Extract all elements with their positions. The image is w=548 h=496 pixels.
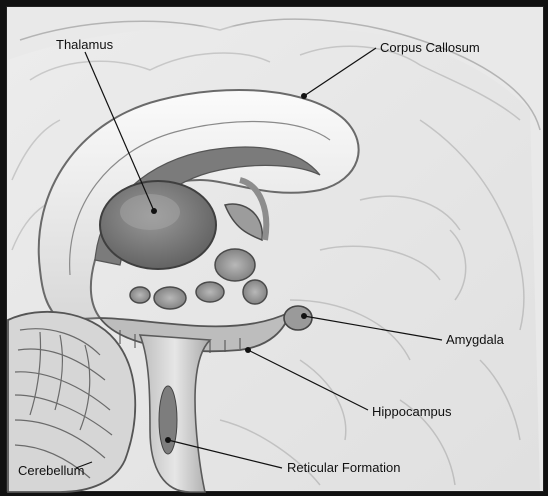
label-cerebellum: Cerebellum [18,464,84,477]
amygdala-shape [284,306,312,330]
label-reticular-formation: Reticular Formation [287,461,400,474]
label-corpus-callosum: Corpus Callosum [380,41,480,54]
label-amygdala: Amygdala [446,333,504,346]
label-hippocampus: Hippocampus [372,405,452,418]
label-thalamus: Thalamus [56,38,113,51]
